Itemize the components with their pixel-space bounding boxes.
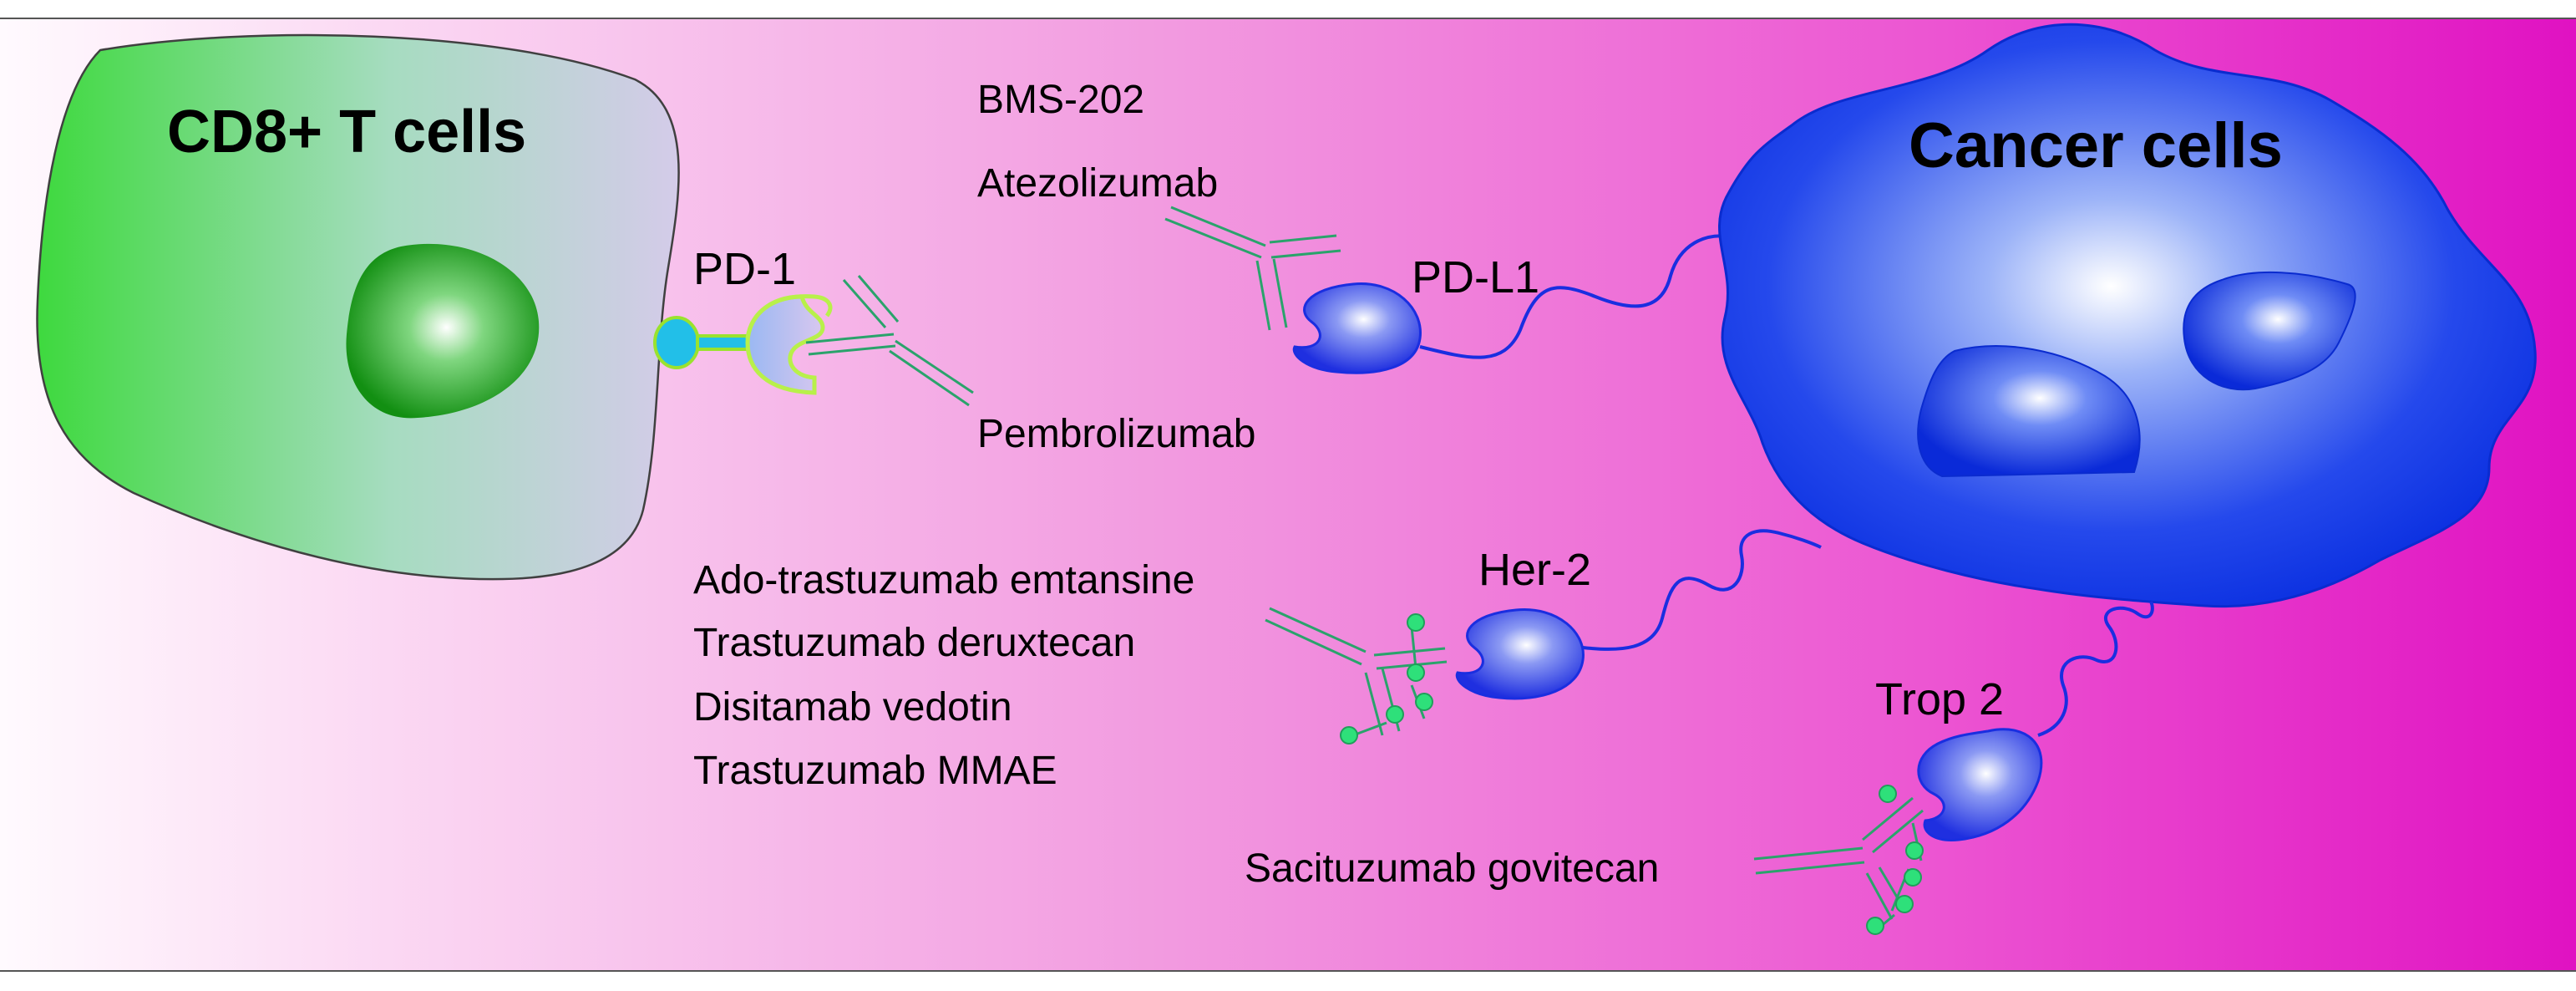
her2-drug-4: Trastuzumab MMAE bbox=[693, 749, 1057, 793]
pd1-stem bbox=[696, 334, 749, 351]
her2-drug-1: Ado-trastuzumab emtansine bbox=[693, 558, 1194, 602]
her2-tether bbox=[1582, 529, 1822, 651]
her2-payload-dots bbox=[1340, 613, 1433, 745]
her2-drug-3: Disitamab vedotin bbox=[693, 685, 1012, 729]
trop2-receptor bbox=[1917, 728, 2043, 841]
pd1-stem-knob bbox=[653, 316, 700, 369]
cancer-label: Cancer cells bbox=[1909, 110, 2283, 181]
pd1-receptor-top bbox=[745, 294, 833, 339]
sacituzumab-antibody bbox=[1753, 796, 1924, 929]
her2-drug-list: Ado-trastuzumab emtansine Trastuzumab de… bbox=[693, 558, 1194, 793]
her2-drug-2: Trastuzumab deruxtecan bbox=[693, 621, 1135, 665]
her2-label: Her-2 bbox=[1478, 545, 1591, 595]
cancer-nucleus-left bbox=[1917, 345, 2141, 478]
bms202-label: BMS-202 bbox=[977, 78, 1144, 122]
pembrolizumab-antibody bbox=[805, 275, 974, 407]
atezolizumab-antibody bbox=[1164, 206, 1341, 331]
sacituzumab-label: Sacituzumab govitecan bbox=[1245, 846, 1659, 891]
pdl1-label: PD-L1 bbox=[1412, 252, 1539, 302]
pembrolizumab-label: Pembrolizumab bbox=[977, 412, 1255, 456]
her2-receptor bbox=[1455, 608, 1585, 700]
tcell-label: CD8+ T cells bbox=[167, 99, 526, 165]
atezolizumab-label: Atezolizumab bbox=[977, 161, 1218, 206]
pdl1-receptor bbox=[1292, 282, 1422, 374]
cancer-nucleus-right bbox=[2183, 271, 2356, 391]
tcell-nucleus bbox=[346, 243, 540, 419]
trop2-tether bbox=[2037, 601, 2154, 737]
sacituzumab-payload-dots bbox=[1866, 785, 1924, 935]
pd1-label: PD-1 bbox=[693, 244, 796, 294]
trop2-label: Trop 2 bbox=[1875, 674, 2004, 724]
